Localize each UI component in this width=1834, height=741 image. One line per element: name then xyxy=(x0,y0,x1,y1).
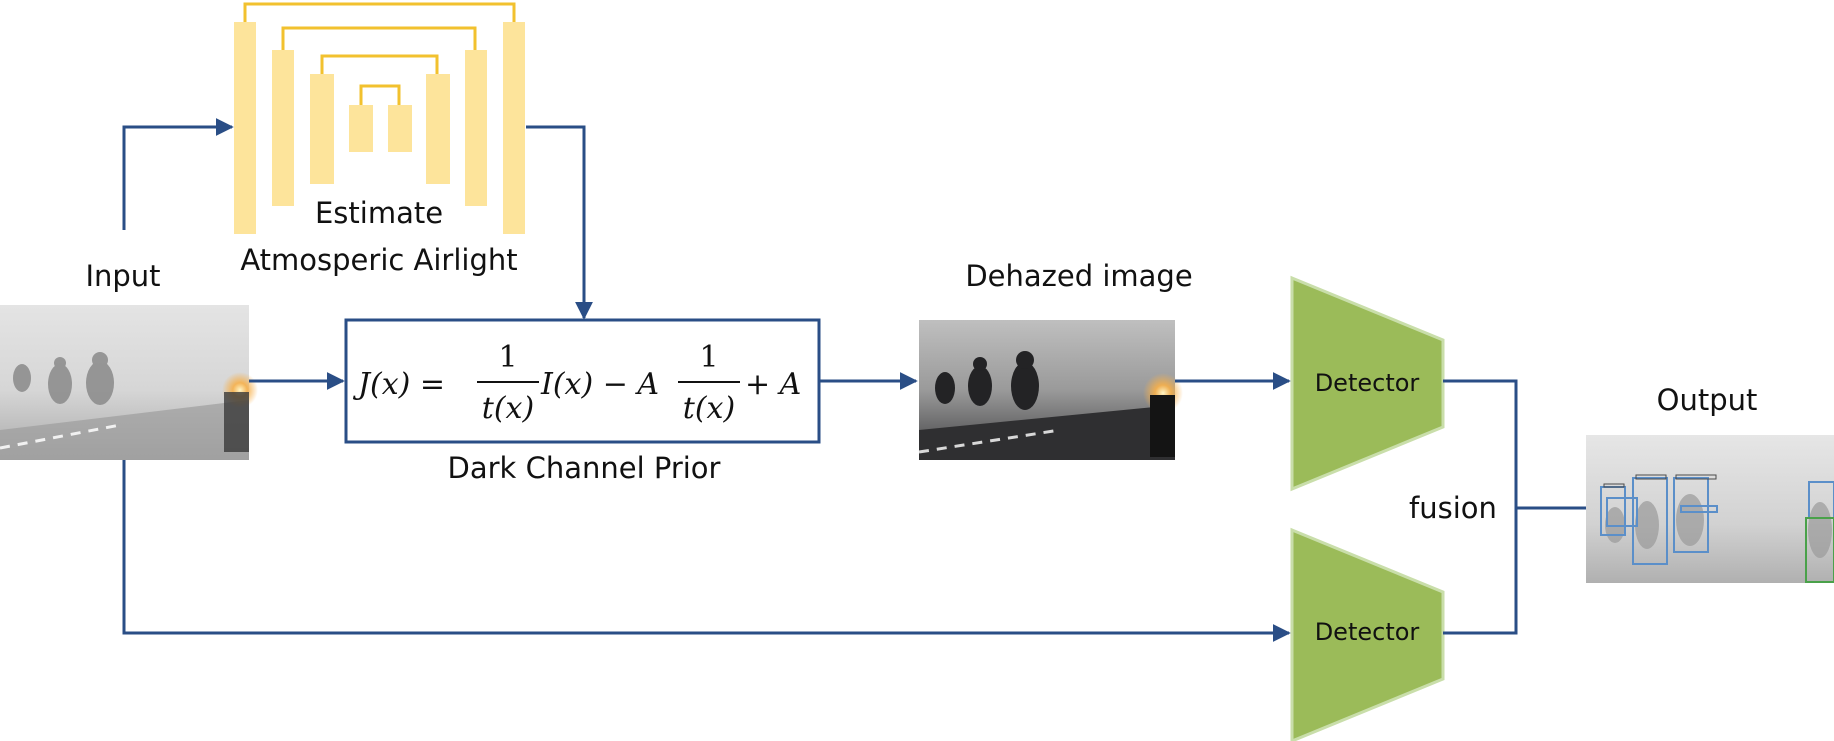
dehazed-image xyxy=(918,320,1183,460)
estimate-label: Estimate xyxy=(315,196,443,230)
formula-frac1-denominator: t(x) xyxy=(482,391,534,426)
dark-channel-prior-box xyxy=(344,318,821,444)
formula-tail: + A xyxy=(745,367,801,402)
output-label: Output xyxy=(1657,383,1758,417)
detection-boxes xyxy=(1600,477,1834,565)
output-image xyxy=(1586,435,1834,583)
unet-blocks xyxy=(234,22,525,234)
atmospheric-airlight-label: Atmosperic Airlight xyxy=(240,243,517,277)
detector-top-label: Detector xyxy=(1315,369,1420,397)
arrow-input-to-unet xyxy=(122,118,234,230)
input-label: Input xyxy=(85,259,160,293)
formula-lhs: J(x) = xyxy=(352,367,445,402)
formula-middle: I(x) − A xyxy=(540,367,659,402)
arrow-unet-to-formula xyxy=(526,125,593,320)
formula-frac1-numerator: 1 xyxy=(498,340,517,375)
detector-top: Detector xyxy=(1290,275,1445,492)
connectors xyxy=(122,118,1586,642)
detector-bottom-label: Detector xyxy=(1315,618,1420,646)
formula-frac2-numerator: 1 xyxy=(699,340,718,375)
formula-frac2-denominator: t(x) xyxy=(683,391,735,426)
dehazed-image-label: Dehazed image xyxy=(965,259,1192,293)
fusion-label: fusion xyxy=(1409,491,1497,525)
input-image xyxy=(0,305,258,460)
dcp-formula: J(x) = 1 t(x) I(x) − A 1 t(x) + A xyxy=(352,340,801,426)
detector-bottom: Detector xyxy=(1290,527,1445,741)
unet-skip-connections xyxy=(243,2,516,105)
unet-airlight-estimator xyxy=(234,2,525,234)
dark-channel-prior-label: Dark Channel Prior xyxy=(448,451,721,485)
arrow-input-to-detector-bottom xyxy=(122,460,1291,642)
